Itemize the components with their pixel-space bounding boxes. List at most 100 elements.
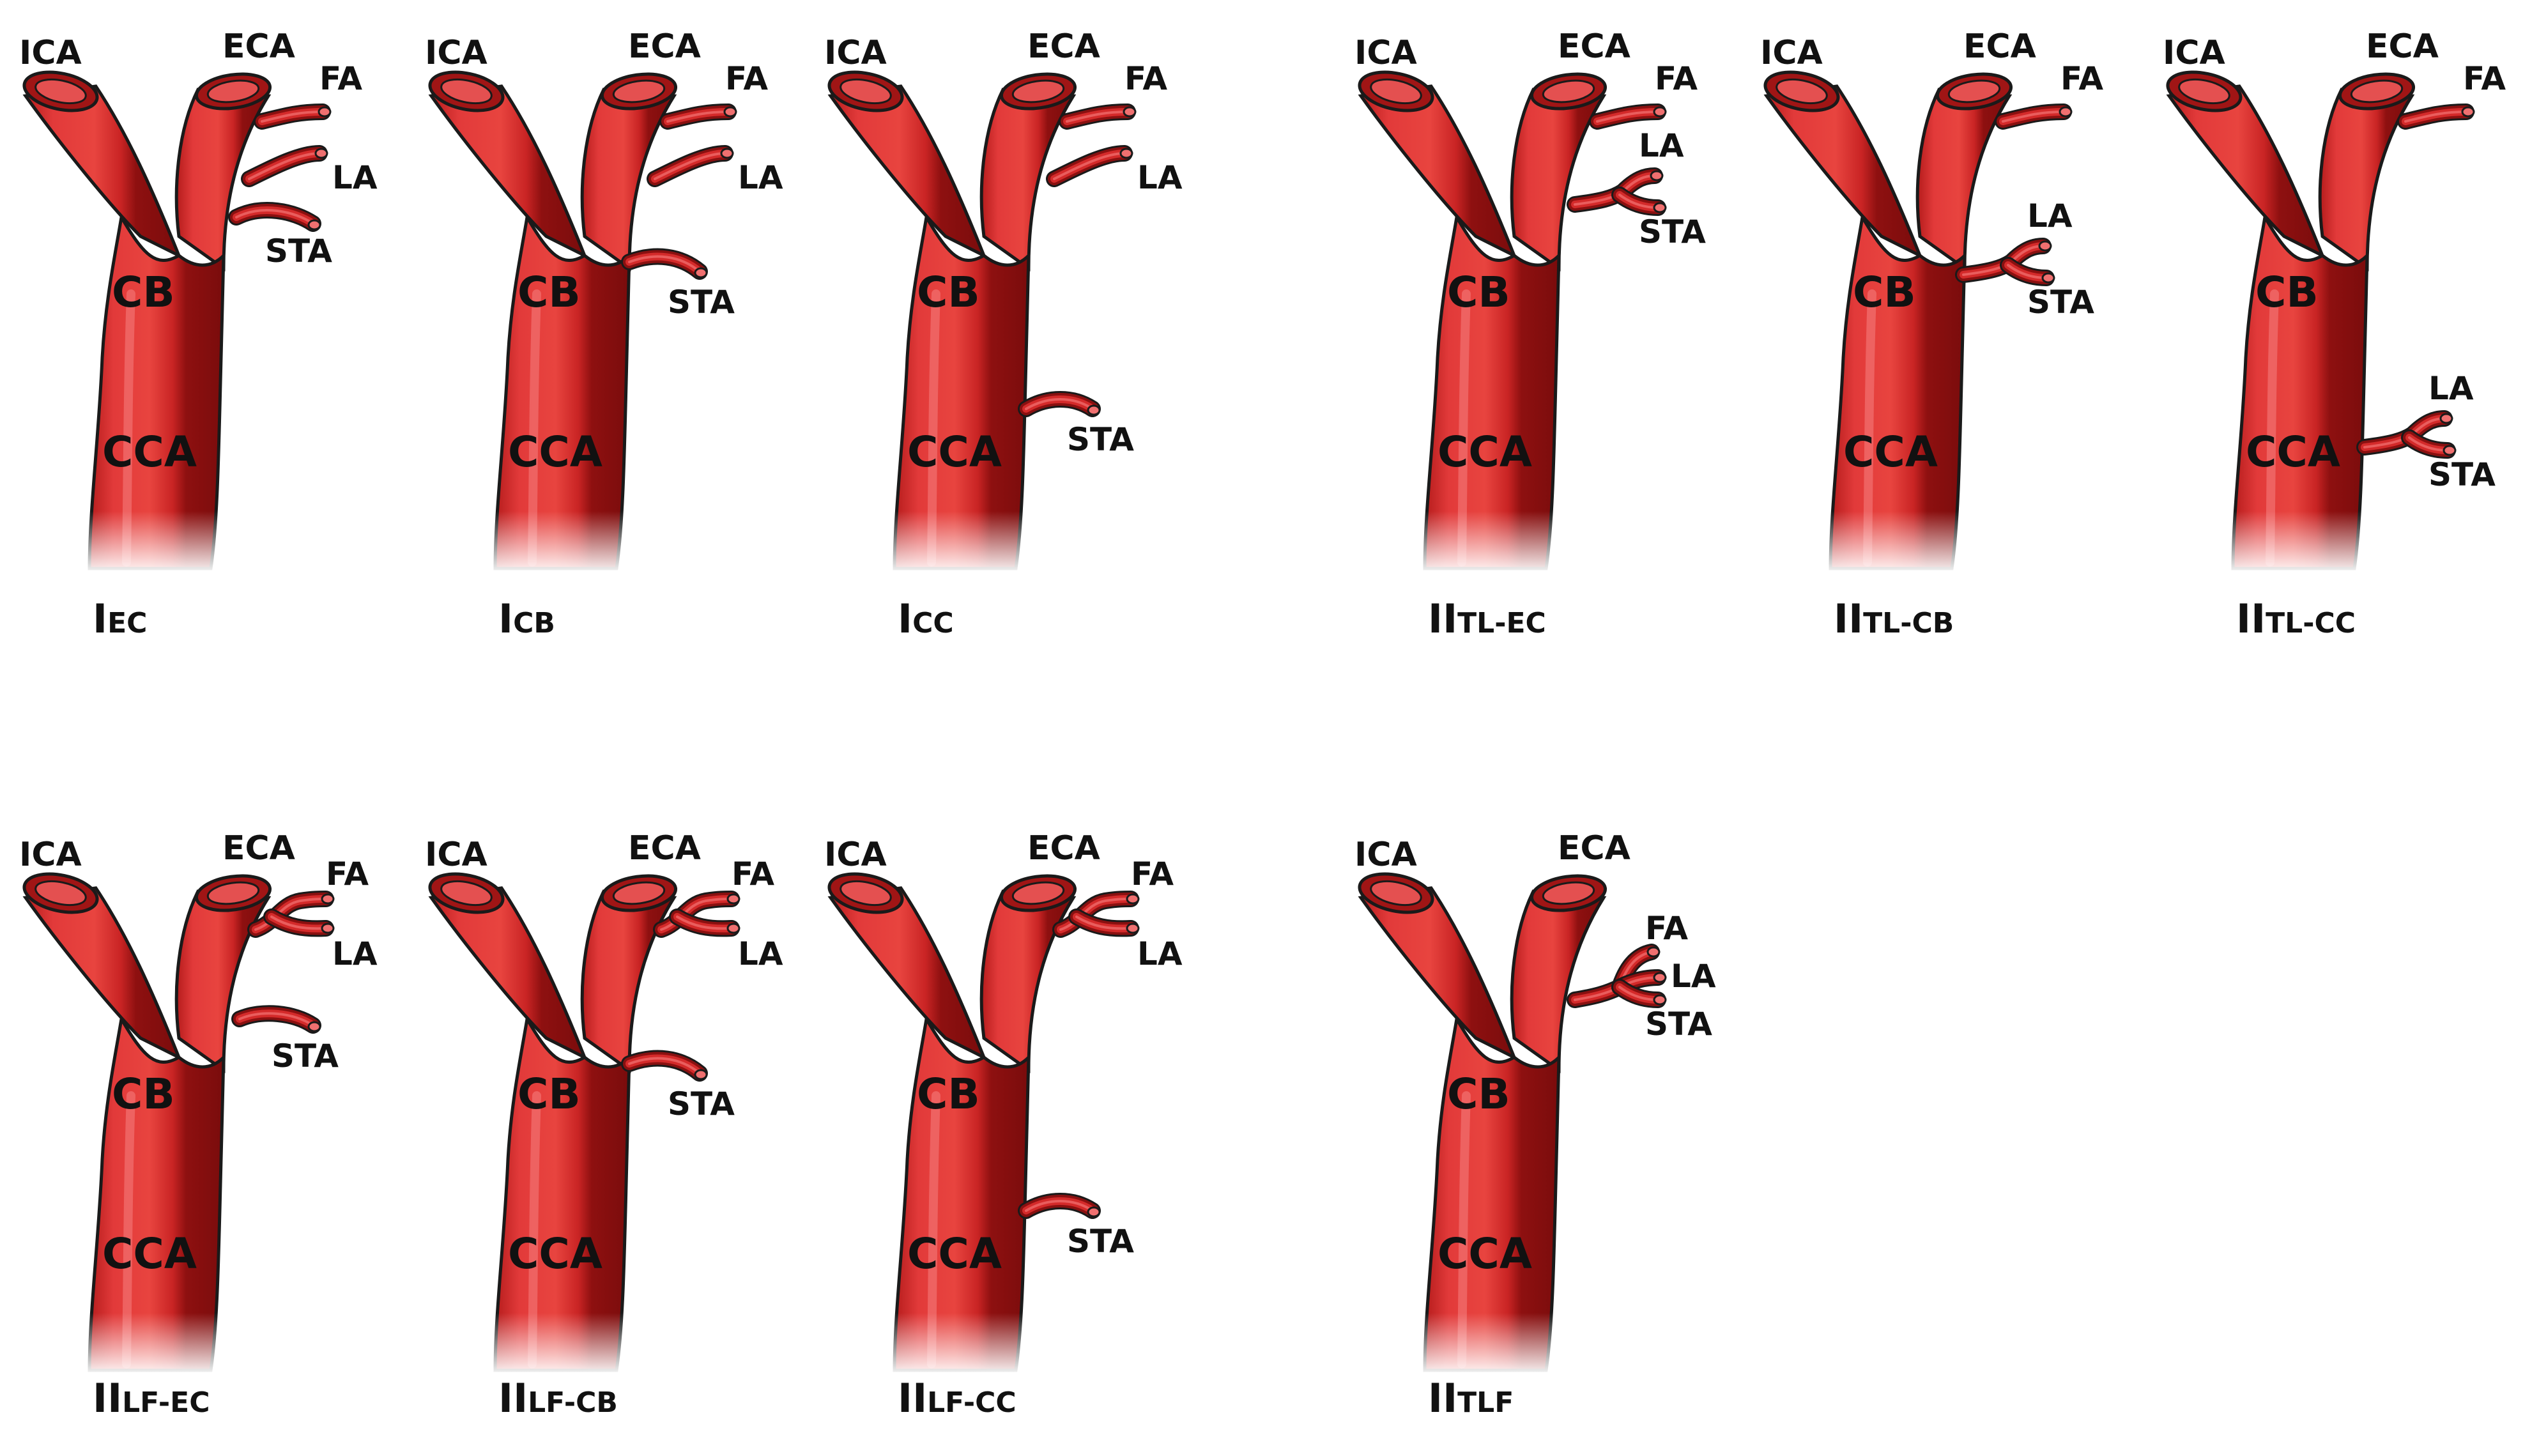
- caption-type: II: [1428, 1375, 1457, 1422]
- caption-type: I: [93, 595, 107, 642]
- la-branch: [1068, 908, 1139, 937]
- cca-label: CCA: [102, 427, 197, 477]
- vessel-body: [22, 872, 272, 1377]
- vessel-body: [428, 872, 678, 1377]
- vessel-body: [428, 70, 678, 575]
- caption-type: I: [898, 595, 912, 642]
- eca-vessel: [174, 889, 272, 1073]
- fa-label: FA: [326, 855, 369, 893]
- ica-label: ICA: [1354, 836, 1417, 874]
- fa-label: FA: [1131, 855, 1174, 893]
- cca-label: CCA: [907, 427, 1002, 477]
- sta-label: STA: [272, 1038, 339, 1075]
- branches: [1018, 103, 1137, 417]
- eca-label: ECA: [1027, 27, 1100, 66]
- ica-label: ICA: [1760, 34, 1823, 72]
- panel-caption: IITL-CB: [1834, 595, 1954, 642]
- cb-label: CB: [917, 268, 980, 317]
- cb-label: CB: [112, 268, 175, 317]
- eca-label: ECA: [628, 27, 701, 66]
- la-branch: [647, 145, 733, 187]
- eca-vessel: [1915, 88, 2013, 272]
- la-branch: [669, 908, 740, 937]
- ica-vessel: [1358, 886, 1517, 1061]
- caption-type: II: [1834, 595, 1863, 642]
- vessel-body: [1358, 70, 1607, 575]
- sta-label: STA: [2027, 284, 2094, 321]
- vessel-body: [1358, 872, 1607, 1377]
- caption-type: II: [898, 1375, 927, 1422]
- la-label: LA: [1137, 159, 1183, 196]
- fa-branch: [1995, 103, 2072, 130]
- sta-label: STA: [668, 284, 735, 321]
- vessel-body: [827, 70, 1077, 575]
- branches: [2356, 103, 2475, 459]
- fa-label: FA: [319, 60, 362, 97]
- cb-label: CB: [1853, 268, 1916, 317]
- ica-label: ICA: [824, 836, 887, 874]
- sta-branch: [621, 1050, 708, 1082]
- fa-label: FA: [725, 60, 768, 97]
- sta-branch: [1018, 1193, 1101, 1219]
- panel-caption: ICC: [898, 595, 954, 642]
- la-label: LA: [332, 159, 378, 196]
- caption-subtype: EC: [107, 607, 147, 640]
- la-label: LA: [1137, 935, 1183, 972]
- la-label: LA: [2428, 370, 2474, 407]
- fa-label: FA: [732, 855, 774, 893]
- fa-label: FA: [1645, 910, 1688, 947]
- caption-subtype: TL-EC: [1457, 607, 1546, 640]
- fa-label: FA: [1655, 60, 1698, 97]
- eca-vessel: [979, 889, 1077, 1073]
- ica-label: ICA: [19, 836, 82, 874]
- panel-caption: IITL-EC: [1428, 595, 1546, 642]
- ica-vessel: [827, 84, 987, 259]
- cb-label: CB: [917, 1069, 980, 1119]
- la-label: LA: [332, 935, 378, 972]
- sta-label: STA: [668, 1085, 735, 1123]
- fa-branch: [2397, 103, 2474, 130]
- eca-vessel: [1510, 889, 1607, 1073]
- cb-label: CB: [518, 268, 581, 317]
- vessel-body: [22, 70, 272, 575]
- sta-branch: [2000, 257, 2055, 286]
- la-label: LA: [1671, 958, 1716, 995]
- eca-label: ECA: [1558, 829, 1630, 868]
- sta-branch: [1611, 979, 1666, 1008]
- sta-branch: [621, 248, 708, 280]
- ica-vessel: [22, 886, 182, 1061]
- cb-label: CB: [112, 1069, 175, 1119]
- ica-vessel: [428, 886, 588, 1061]
- branches: [1955, 103, 2073, 286]
- branches: [231, 891, 335, 1034]
- sta-label: STA: [1067, 1223, 1134, 1260]
- cca-label: CCA: [907, 1229, 1002, 1278]
- panel-caption: IEC: [93, 595, 147, 642]
- la-label: LA: [738, 935, 783, 972]
- cb-label: CB: [518, 1069, 581, 1119]
- ica-vessel: [1358, 84, 1517, 259]
- fa-label: FA: [1124, 60, 1167, 97]
- sta-label: STA: [2428, 456, 2496, 493]
- cb-label: CB: [1447, 1069, 1510, 1119]
- caption-subtype: TLF: [1457, 1386, 1514, 1419]
- branches: [228, 103, 332, 232]
- ica-label: ICA: [2163, 34, 2225, 72]
- fa-branch: [254, 103, 331, 130]
- vessel-body: [827, 872, 1077, 1377]
- sta-label: STA: [1645, 1006, 1712, 1043]
- branches: [1018, 891, 1140, 1219]
- ica-vessel: [2166, 84, 2326, 259]
- sta-branch: [2401, 429, 2456, 459]
- panel-caption: IILF-CC: [898, 1375, 1016, 1422]
- panel-caption: IILF-CB: [498, 1375, 618, 1422]
- cca-label: CCA: [2246, 427, 2340, 477]
- panel-caption: ICB: [498, 595, 555, 642]
- vessel-body: [2166, 70, 2416, 575]
